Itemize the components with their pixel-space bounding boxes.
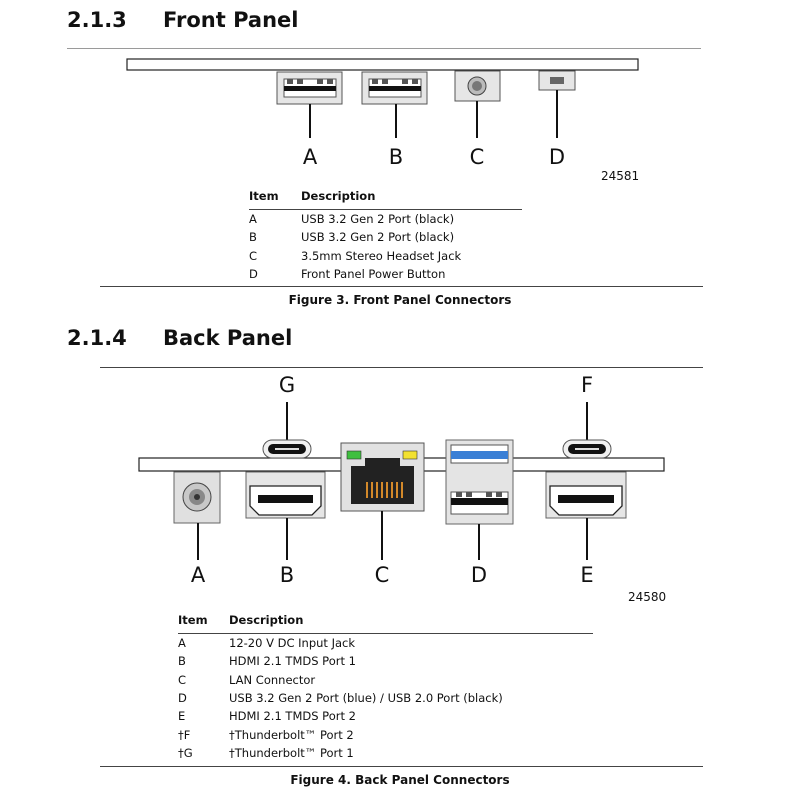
table-row: D USB 3.2 Gen 2 Port (blue) / USB 2.0 Por… <box>178 689 593 707</box>
section-divider-front <box>67 48 701 49</box>
description-cell: 3.5mm Stereo Headset Jack <box>301 248 462 263</box>
item-cell: C <box>249 248 258 263</box>
section-number-front: 2.1.3 <box>67 8 127 32</box>
table-row: †G †Thunderbolt™ Port 1 <box>178 744 593 762</box>
table-row: B USB 3.2 Gen 2 Port (black) <box>249 228 522 246</box>
figure-caption: Figure 4. Back Panel Connectors <box>290 773 510 787</box>
item-cell: †G <box>178 745 193 760</box>
table-row: C LAN Connector <box>178 671 593 689</box>
figure-bottom-rule <box>100 766 703 767</box>
figure-code: 24581 <box>601 169 640 183</box>
callout-label: E <box>580 563 594 587</box>
description-cell: USB 3.2 Gen 2 Port (blue) / USB 2.0 Port… <box>229 691 503 706</box>
figure-top-rule <box>100 367 703 368</box>
hdmi-port-icon <box>545 471 627 519</box>
item-cell: A <box>249 212 257 227</box>
usb-port-icon <box>276 71 343 105</box>
item-cell: D <box>178 691 187 706</box>
callout-label: B <box>279 563 295 587</box>
column-header-item: Item <box>178 610 229 634</box>
thunderbolt-port-icon <box>262 439 312 459</box>
column-header-description: Description <box>229 610 593 634</box>
callout-label: D <box>548 145 566 169</box>
description-cell: Front Panel Power Button <box>301 267 446 282</box>
thunderbolt-port-icon <box>562 439 612 459</box>
description-cell: USB 3.2 Gen 2 Port (black) <box>301 230 455 245</box>
table-row: †F †Thunderbolt™ Port 2 <box>178 725 593 743</box>
item-cell: A <box>178 636 186 651</box>
table-row: E HDMI 2.1 TMDS Port 2 <box>178 707 593 725</box>
section-title-front: Front Panel <box>163 8 299 32</box>
lan-port-icon <box>340 442 425 512</box>
hdmi-port-icon <box>245 471 326 519</box>
item-cell: B <box>249 230 257 245</box>
callout-label: A <box>302 145 318 169</box>
description-cell: †Thunderbolt™ Port 1 <box>229 745 354 760</box>
column-header-description: Description <box>301 186 522 210</box>
dc-jack-icon <box>173 471 221 524</box>
description-cell: †Thunderbolt™ Port 2 <box>229 727 354 742</box>
table-header-row: Item Description <box>249 186 522 210</box>
figure-caption: Figure 3. Front Panel Connectors <box>288 293 512 307</box>
section-number-back: 2.1.4 <box>67 326 127 350</box>
item-cell: C <box>178 672 187 687</box>
front-panel-diagram <box>126 58 639 138</box>
item-cell: D <box>249 267 258 282</box>
figure-bottom-rule <box>100 286 703 287</box>
section-title-back: Back Panel <box>163 326 293 350</box>
description-cell: 12-20 V DC Input Jack <box>229 636 355 651</box>
table-header-row: Item Description <box>178 610 593 634</box>
table-row: D Front Panel Power Button <box>249 265 522 283</box>
usb-port-icon <box>361 71 428 105</box>
item-cell: B <box>178 654 186 669</box>
item-cell: †F <box>178 727 191 742</box>
callout-label: A <box>190 563 206 587</box>
callout-label: F <box>580 373 594 397</box>
table-row: C 3.5mm Stereo Headset Jack <box>249 247 522 265</box>
callout-label: G <box>278 373 296 397</box>
front-panel-bar <box>126 58 639 71</box>
description-cell: USB 3.2 Gen 2 Port (black) <box>301 212 455 227</box>
callout-label: C <box>374 563 390 587</box>
description-cell: HDMI 2.1 TMDS Port 2 <box>229 709 356 724</box>
description-cell: HDMI 2.1 TMDS Port 1 <box>229 654 356 669</box>
callout-label: D <box>470 563 488 587</box>
usb-stack-icon <box>445 439 514 525</box>
callout-label: C <box>469 145 485 169</box>
description-cell: LAN Connector <box>229 672 316 687</box>
table-row: A USB 3.2 Gen 2 Port (black) <box>249 210 522 229</box>
figure-code: 24580 <box>628 590 667 604</box>
table-row: B HDMI 2.1 TMDS Port 1 <box>178 652 593 670</box>
table-row: A 12-20 V DC Input Jack <box>178 634 593 653</box>
front-connector-table: Item Description A USB 3.2 Gen 2 Port (bl… <box>249 186 522 283</box>
column-header-item: Item <box>249 186 301 210</box>
callout-label: B <box>388 145 404 169</box>
item-cell: E <box>178 709 186 724</box>
